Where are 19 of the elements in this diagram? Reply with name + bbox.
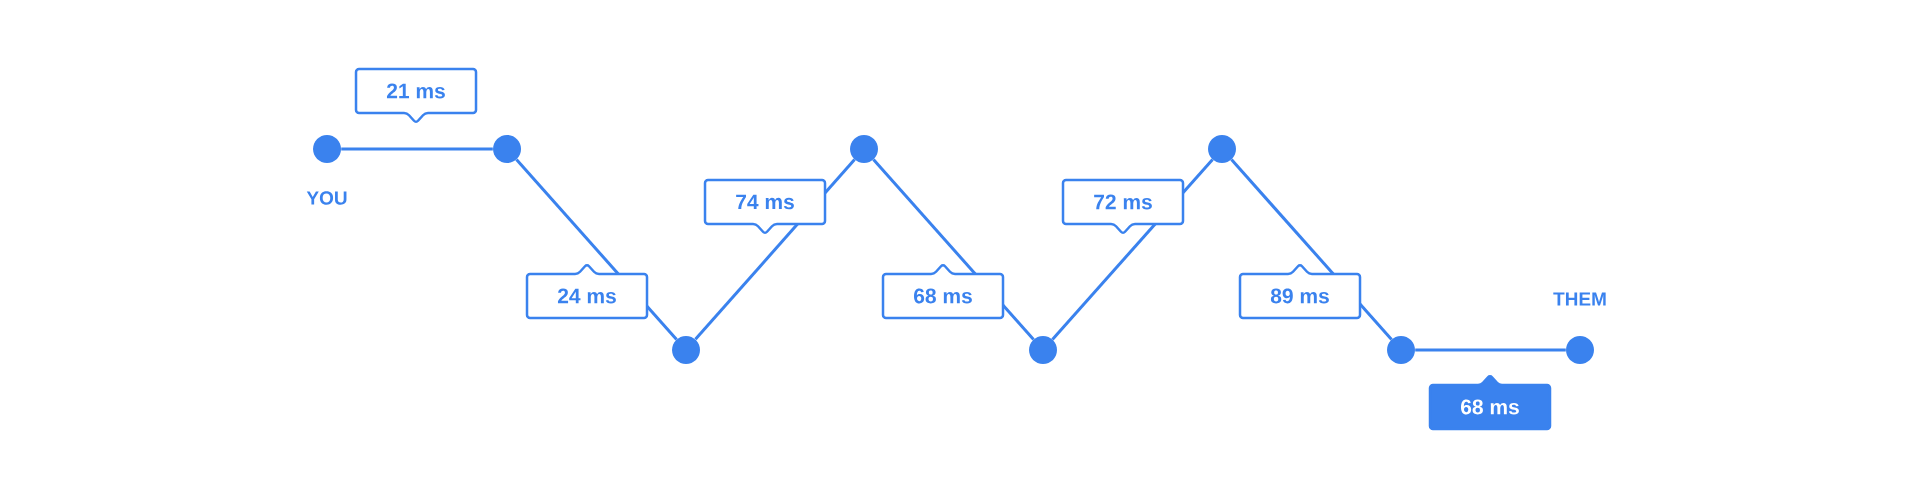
connector-line <box>1415 348 1566 352</box>
connector-line <box>341 147 493 151</box>
endpoint-label: YOU <box>306 191 347 205</box>
callout-box: 24 ms <box>525 264 649 320</box>
callout-box: 68 ms <box>881 264 1005 320</box>
dot <box>1387 336 1415 364</box>
endpoint-label: THEM <box>1553 292 1606 306</box>
callout-box: 21 ms <box>354 67 478 123</box>
dot <box>493 135 521 163</box>
dot <box>672 336 700 364</box>
dot <box>850 135 878 163</box>
callout-box: 74 ms <box>703 178 827 234</box>
dot <box>313 135 341 163</box>
callout-box: 68 ms <box>1428 375 1552 431</box>
dot <box>1208 135 1236 163</box>
callout-box: 89 ms <box>1238 264 1362 320</box>
callout-box: 72 ms <box>1061 178 1185 234</box>
dot <box>1566 336 1594 364</box>
dot <box>1029 336 1057 364</box>
